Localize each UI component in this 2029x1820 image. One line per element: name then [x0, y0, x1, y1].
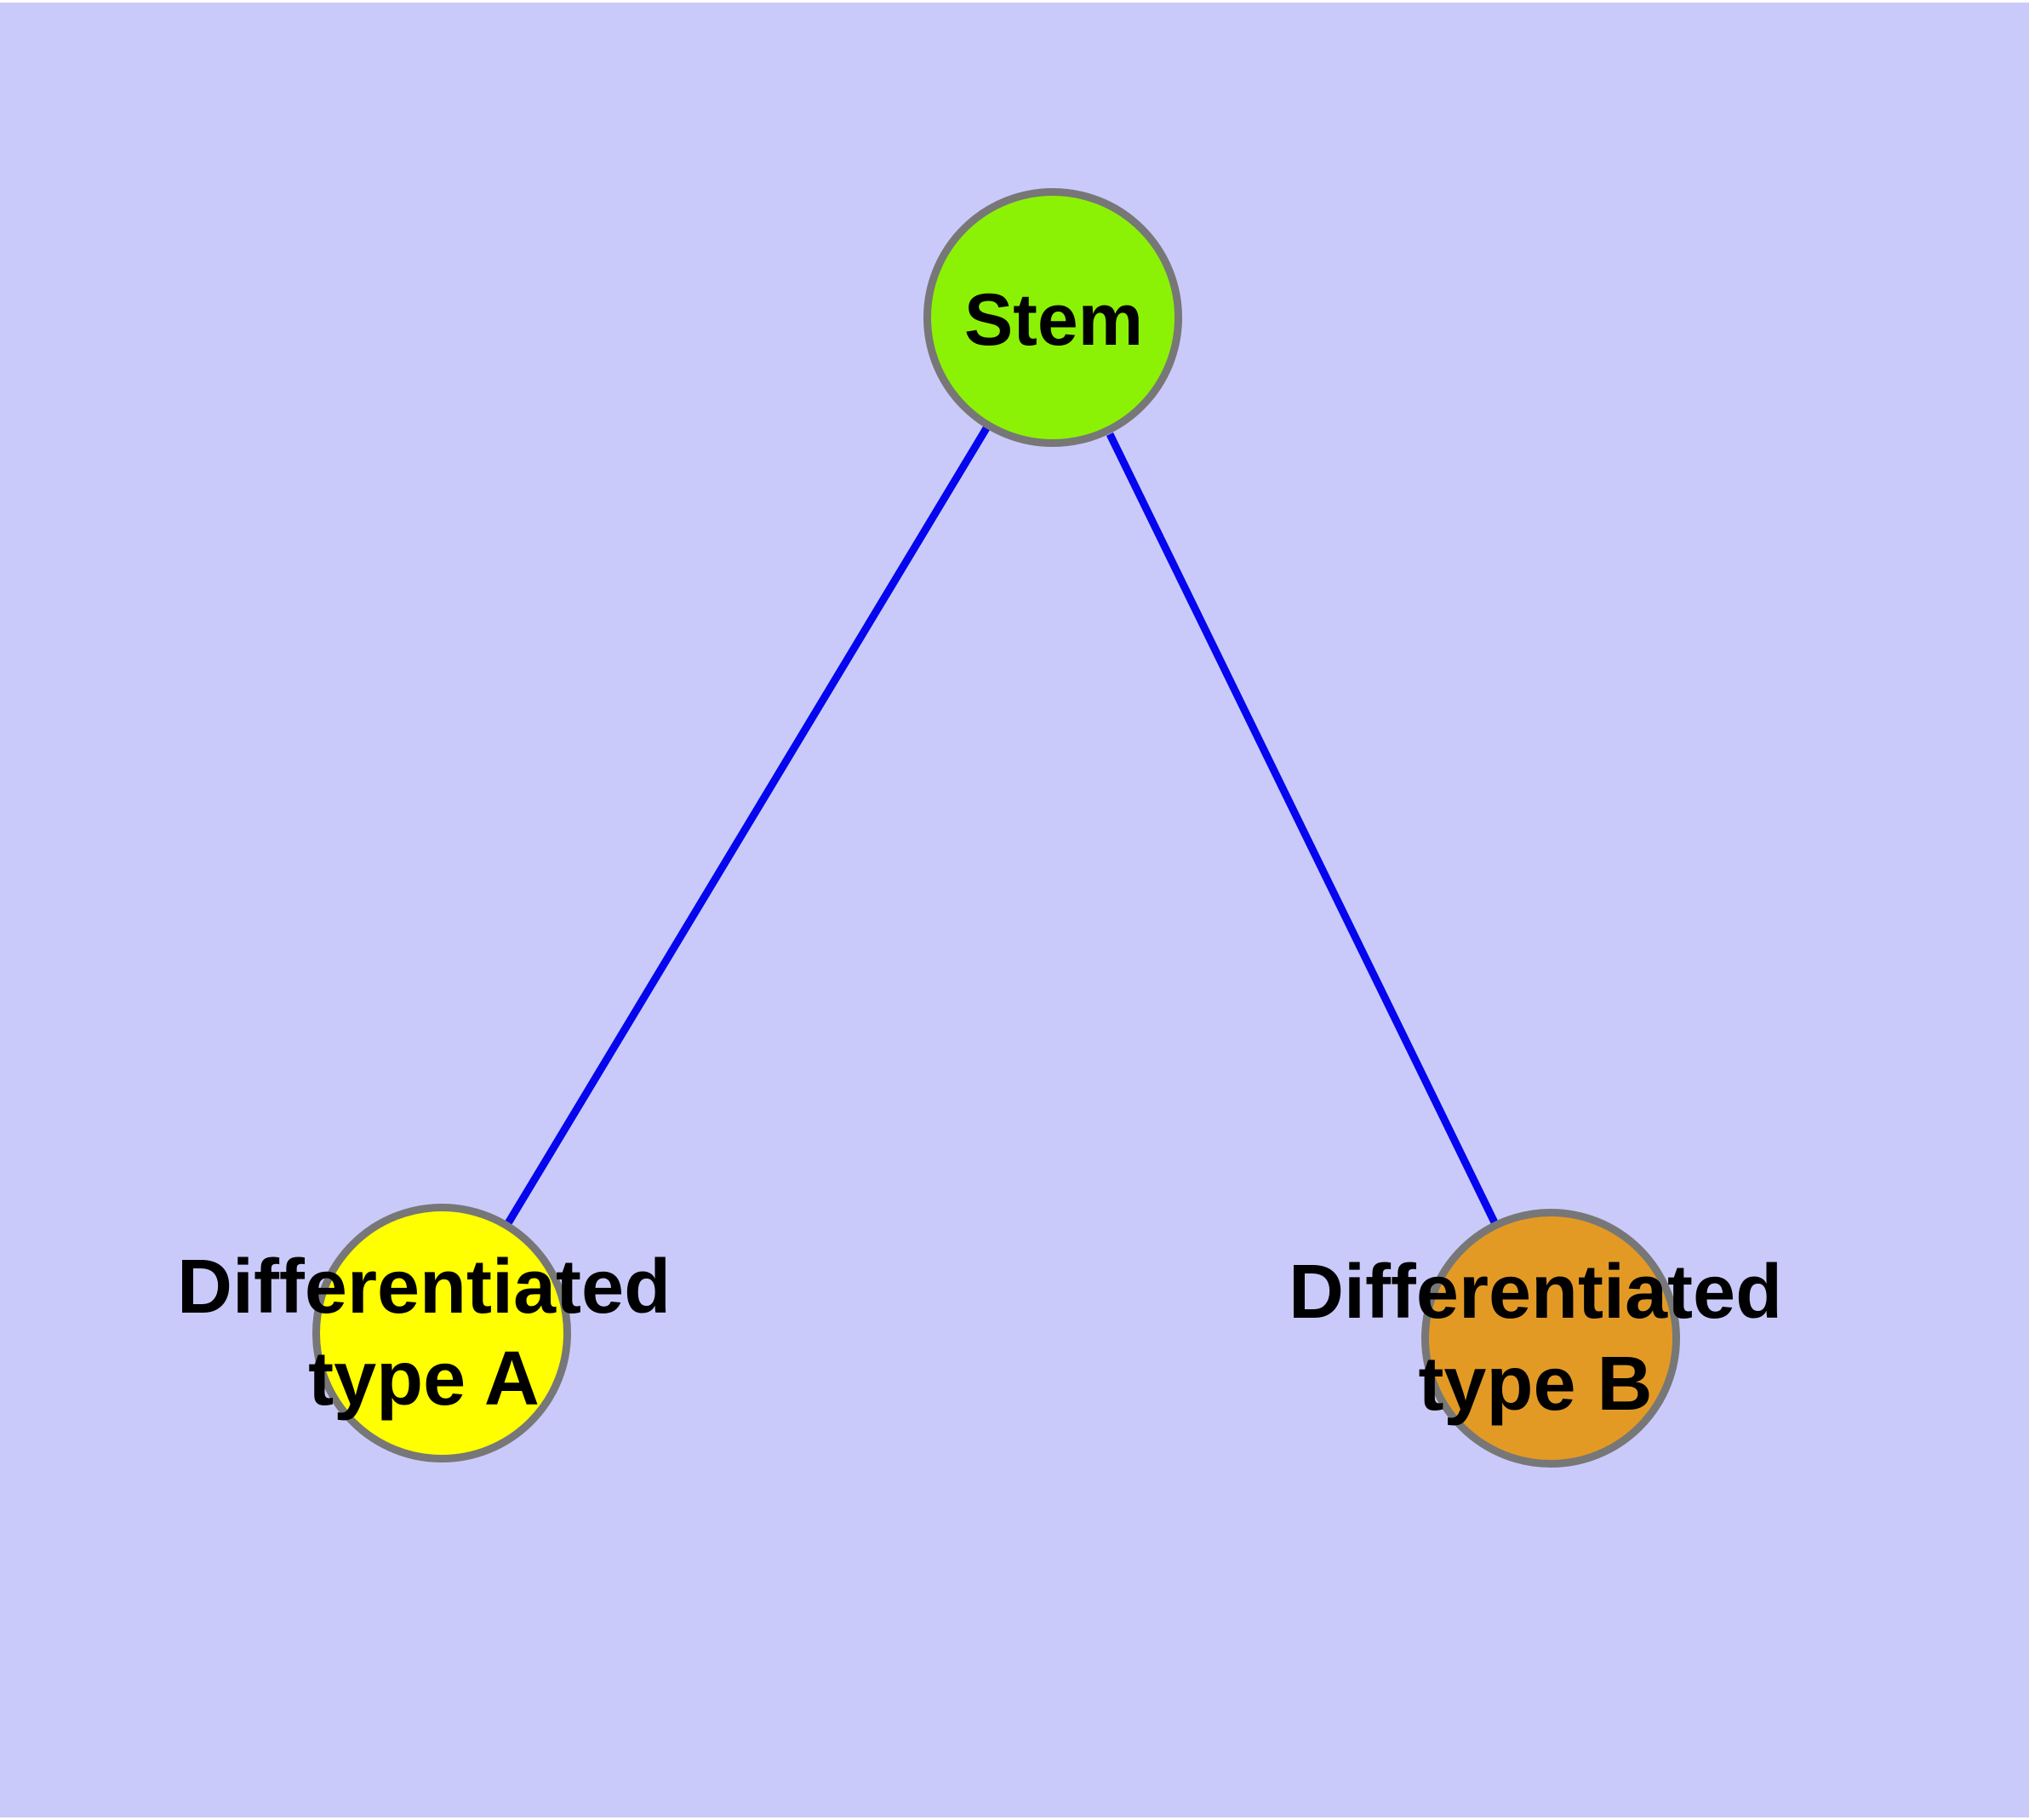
node-stem	[923, 188, 1182, 447]
node-differentiated-type-b	[1421, 1209, 1680, 1468]
node-differentiated-type-a	[312, 1204, 571, 1462]
node-differentiated-type-b-label: Differentiated type B	[1288, 1250, 1783, 1427]
node-stem-label: Stem	[963, 279, 1144, 361]
node-differentiated-type-a-label: Differentiated type A	[176, 1245, 672, 1422]
